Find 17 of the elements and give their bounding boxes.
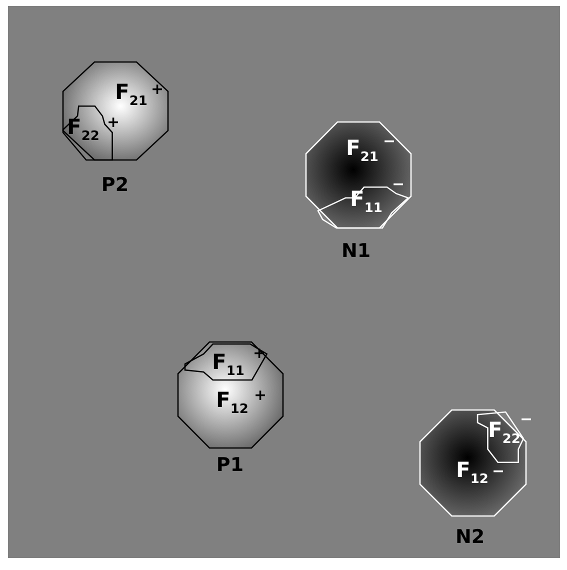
- sign-label: −: [520, 412, 533, 427]
- sign-label: +: [107, 115, 120, 130]
- blob-label: N1: [341, 240, 371, 262]
- region-label: F$_{21}$: [346, 138, 378, 164]
- region-label: F$_{12}$: [456, 460, 488, 486]
- region-label: F$_{22}$: [488, 420, 520, 446]
- blob-label: P2: [101, 174, 129, 196]
- region-label: F$_{21}$: [115, 82, 148, 108]
- region-label: F$_{12}$: [216, 390, 248, 416]
- sign-label: −: [383, 134, 396, 149]
- blob-label: P1: [216, 454, 244, 476]
- sign-label: −: [392, 177, 405, 192]
- sign-label: +: [151, 82, 164, 97]
- region-label: F$_{11}$: [212, 352, 244, 378]
- sign-label: −: [492, 464, 505, 479]
- sign-label: +: [254, 388, 267, 403]
- blob-label: N2: [455, 526, 485, 548]
